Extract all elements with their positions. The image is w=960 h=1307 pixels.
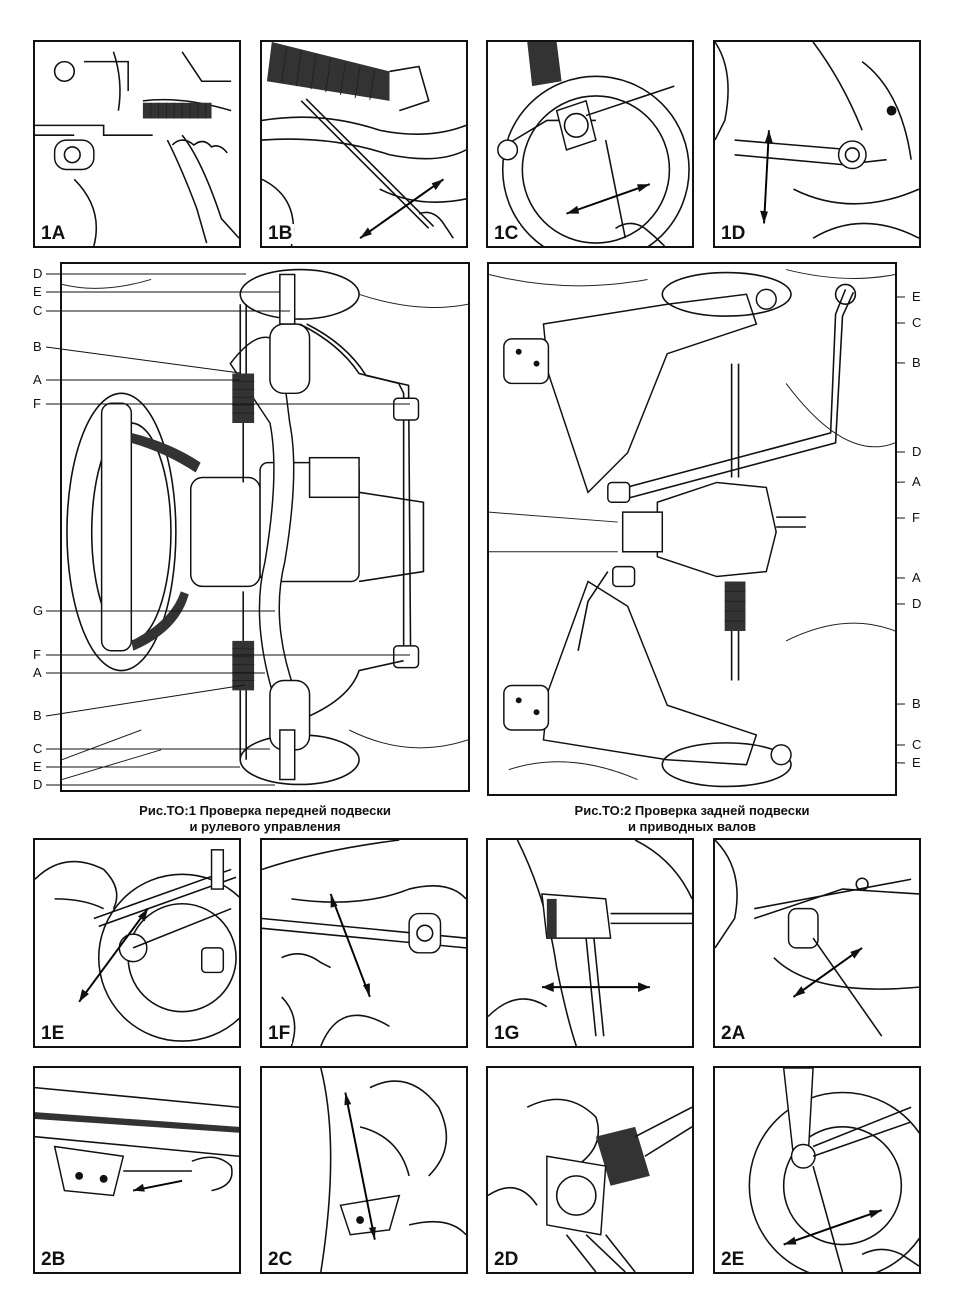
- panel-1e: 1E: [33, 838, 241, 1048]
- fig2-label-e: E: [912, 289, 921, 304]
- fig2-label-a: A: [912, 474, 921, 489]
- fig1-label-d2: D: [33, 777, 43, 792]
- fig2-label-e2: E: [912, 755, 921, 770]
- illustration-1b: [262, 42, 466, 246]
- fig2-label-b: B: [912, 355, 921, 370]
- panel-2d: 2D: [486, 1066, 694, 1274]
- illustration-2e: [748, 1068, 919, 1272]
- fig2-illustration: [487, 262, 897, 796]
- fig2-label-d: D: [912, 444, 922, 459]
- fig1-label-g: G: [33, 603, 44, 618]
- fig1-label-b2: B: [33, 708, 42, 723]
- fig2-label-a2: A: [912, 570, 921, 585]
- panel-2e: 2E: [713, 1066, 921, 1274]
- illustration-1c: [497, 42, 690, 246]
- rear-suspension-drawing: [489, 269, 895, 788]
- illustration-2a: [715, 840, 919, 1037]
- fig1-label-d: D: [33, 266, 43, 281]
- illustration-1e: [35, 849, 239, 1042]
- fig1-label-e: E: [33, 284, 42, 299]
- panel-label: 2E: [719, 1249, 747, 1270]
- fig2-label-c: C: [912, 315, 922, 330]
- panel-1c: 1C: [486, 40, 694, 248]
- fig2-caption-line2: и приводных валов: [627, 819, 757, 834]
- panel-label: 1A: [39, 223, 68, 244]
- front-suspension-drawing: [62, 268, 468, 786]
- illustration-1g: [488, 840, 692, 1046]
- fig2-label-c2: C: [912, 737, 922, 752]
- fig1-illustration: [60, 262, 470, 792]
- panel-label: 1B: [266, 223, 295, 244]
- panel-1b: 1B: [260, 40, 468, 248]
- fig1-label-f2: F: [33, 647, 41, 662]
- illustration-2b: [35, 1086, 239, 1197]
- panel-1a: 1A: [33, 40, 241, 248]
- fig1-caption: Рис.ТО:1 Проверка передней подвески и ру…: [60, 803, 470, 835]
- illustration-1d: [715, 42, 919, 239]
- panel-2b: 2B: [33, 1066, 241, 1274]
- panel-1g: 1G: [486, 838, 694, 1048]
- panel-2a: 2A: [713, 838, 921, 1048]
- fig2-label-d2: D: [912, 596, 922, 611]
- fig1-caption-line1: Рис.ТО:1 Проверка передней подвески: [139, 803, 391, 818]
- fig1-label-a2: A: [33, 665, 42, 680]
- panel-label: 2D: [492, 1249, 521, 1270]
- fig2-caption-line1: Рис.ТО:2 Проверка задней подвески: [574, 803, 810, 818]
- panel-label: 1G: [492, 1023, 522, 1044]
- panel-label: 2A: [719, 1023, 748, 1044]
- panel-label: 2C: [266, 1249, 295, 1270]
- illustration-1f: [262, 840, 466, 1046]
- illustration-2d: [488, 1098, 692, 1272]
- illustration-2c: [320, 1068, 466, 1272]
- fig1-label-f: F: [33, 396, 41, 411]
- fig2-caption: Рис.ТО:2 Проверка задней подвески и прив…: [487, 803, 897, 835]
- fig2-label-f: F: [912, 510, 920, 525]
- illustration-1a: [35, 51, 239, 246]
- panel-label: 2B: [39, 1249, 68, 1270]
- fig1-label-c: C: [33, 303, 43, 318]
- panel-label: 1D: [719, 223, 748, 244]
- panel-label: 1E: [39, 1023, 67, 1044]
- panel-label: 1F: [266, 1023, 293, 1044]
- fig1-label-c2: C: [33, 741, 43, 756]
- fig2-label-b2: B: [912, 696, 921, 711]
- panel-1d: 1D: [713, 40, 921, 248]
- panel-2c: 2C: [260, 1066, 468, 1274]
- panel-1f: 1F: [260, 838, 468, 1048]
- fig1-label-e2: E: [33, 759, 42, 774]
- panel-label: 1C: [492, 223, 521, 244]
- fig1-caption-line2: и рулевого управления: [189, 819, 341, 834]
- fig1-label-a: A: [33, 372, 42, 387]
- fig1-label-b: B: [33, 339, 42, 354]
